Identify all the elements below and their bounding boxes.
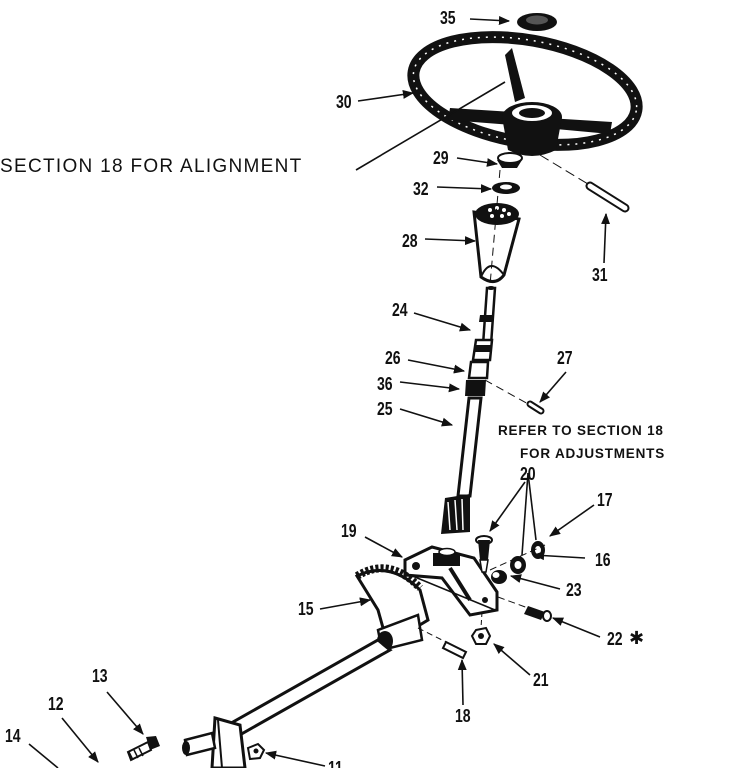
- callout-18: 18: [455, 706, 471, 726]
- adjustment-note-line1: REFER TO SECTION 18: [498, 423, 664, 438]
- callout-30: 30: [336, 92, 352, 112]
- nut-21: [470, 611, 492, 645]
- callout-35: 35: [440, 8, 456, 28]
- callout-22: 22: [607, 629, 623, 649]
- key-18: [417, 627, 468, 660]
- callout-28: 28: [402, 231, 418, 251]
- adjustment-note-line2: FOR ADJUSTMENTS: [520, 446, 666, 461]
- callout-31: 31: [592, 265, 608, 285]
- nut-29: [497, 152, 523, 168]
- lower-steering-shaft: [182, 638, 393, 768]
- horn-cap: [517, 13, 557, 31]
- washers-16-17: [510, 541, 545, 574]
- asterisk-icon: ✱: [629, 628, 645, 649]
- bushing-23: [491, 570, 507, 584]
- callout-25: 25: [377, 399, 393, 419]
- callout-21: 21: [533, 670, 549, 690]
- callout-36: 36: [377, 374, 393, 394]
- callout-29: 29: [433, 148, 449, 168]
- callout-15: 15: [298, 599, 314, 619]
- callout-32: 32: [413, 179, 429, 199]
- callout-11: 11: [328, 758, 343, 768]
- nut-11: [246, 742, 266, 761]
- callout-14: 14: [5, 726, 21, 746]
- callout-13: 13: [92, 666, 108, 686]
- pin-27: [526, 400, 545, 415]
- leader-lines: [28, 16, 611, 768]
- callout-27: 27: [557, 348, 573, 368]
- callout-20: 20: [520, 464, 536, 484]
- washer-32: [492, 182, 520, 194]
- bolt-20: [475, 535, 493, 573]
- callout-12: 12: [48, 694, 64, 714]
- alignment-note: SECTION 18 FOR ALIGNMENT: [0, 156, 303, 177]
- bolt-13: [126, 736, 160, 762]
- roll-pin-31: [539, 154, 630, 213]
- sector-gear-15: [354, 564, 430, 652]
- grease-fitting-22: [497, 596, 552, 622]
- steering-wheel: [407, 31, 643, 156]
- steering-shaft: [441, 169, 531, 534]
- callout-16: 16: [595, 550, 611, 570]
- callout-23: 23: [566, 580, 582, 600]
- support-bracket-19: [403, 545, 499, 617]
- callout-17: 17: [597, 490, 613, 510]
- callout-26: 26: [385, 348, 401, 368]
- callout-19: 19: [341, 521, 357, 541]
- callout-24: 24: [392, 300, 408, 320]
